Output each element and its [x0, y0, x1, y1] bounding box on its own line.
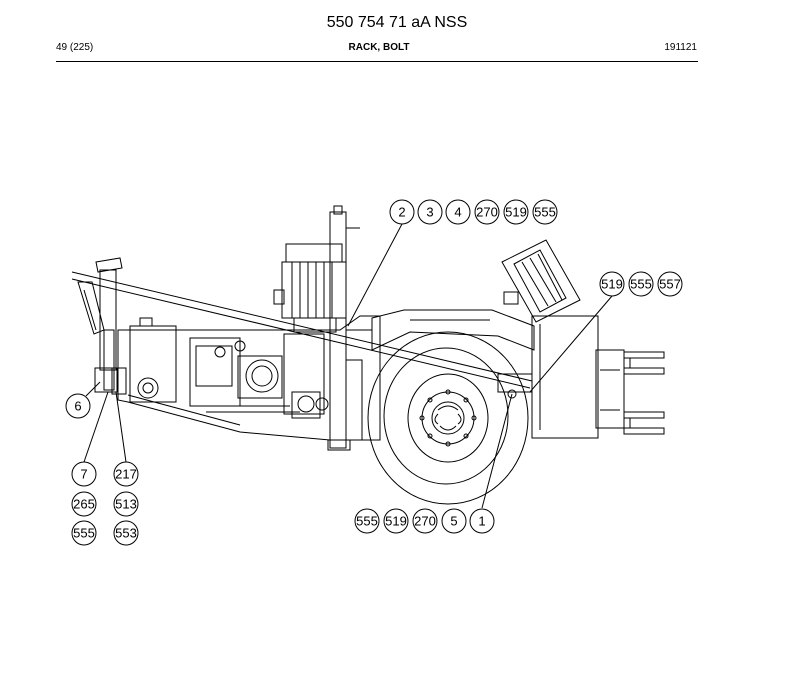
callout-number: 519	[601, 277, 623, 292]
callout-number: 217	[115, 467, 137, 482]
left-arm	[77, 257, 127, 395]
callout-number: 3	[426, 205, 433, 220]
callout-number: 519	[505, 205, 527, 220]
callout-group-left-col2: 217 513 553	[113, 461, 139, 546]
callout-number: 519	[385, 514, 407, 529]
callout-number: 513	[115, 497, 137, 512]
callout-number: 555	[356, 514, 378, 529]
vertical-mast	[327, 205, 372, 451]
document-title: 550 754 71 aA NSS	[326, 14, 468, 31]
pump-cluster	[189, 333, 329, 419]
page-number: 49 (225)	[56, 42, 94, 53]
callout-group-right: 519 555 557	[599, 271, 683, 297]
callout-number: 557	[659, 277, 681, 292]
callout-number: 4	[454, 205, 461, 220]
callout-number: 7	[80, 467, 87, 482]
revision-date: 191121	[664, 42, 697, 53]
callout-number: 555	[73, 526, 95, 541]
callout-number: 1	[478, 514, 485, 529]
drum-housing	[371, 309, 535, 351]
callout-number: 2	[398, 205, 405, 220]
leader-lines	[83, 223, 613, 509]
axle-studs	[623, 351, 665, 435]
right-cabinet	[531, 315, 625, 439]
callout-number: 555	[630, 277, 652, 292]
wheel	[367, 331, 529, 505]
callout-number: 555	[534, 205, 556, 220]
chassis	[117, 315, 381, 441]
callout-number: 5	[450, 514, 457, 529]
callout-number: 6	[74, 399, 81, 414]
callout-group-top: 2 3 4 270 519 555	[389, 199, 558, 225]
right-motor	[501, 239, 581, 323]
callout-group-left-col1: 7 265 555	[71, 461, 97, 546]
top-motor	[273, 243, 347, 333]
section-title: RACK, BOLT	[348, 42, 410, 53]
callout-number: 270	[476, 205, 498, 220]
callout-number: 270	[414, 514, 436, 529]
callout-group-bottom: 555 519 270 5 1	[354, 508, 495, 534]
callout-number: 553	[115, 526, 137, 541]
callout-group-left-single: 6	[65, 393, 91, 419]
header-rule	[56, 61, 698, 62]
wheel-bracket	[497, 373, 533, 399]
callout-number: 265	[73, 497, 95, 512]
